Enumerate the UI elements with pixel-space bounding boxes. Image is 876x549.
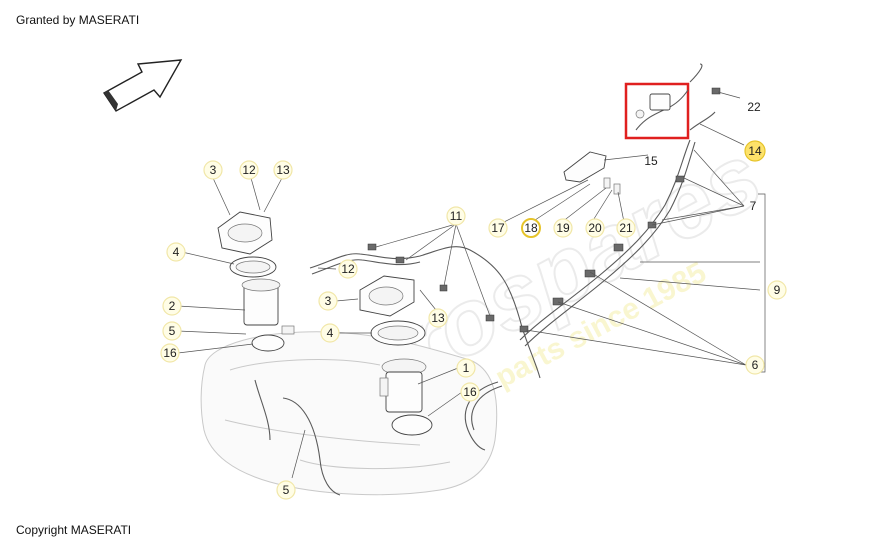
svg-text:2: 2 <box>169 299 176 313</box>
callout-2-left-pump[interactable]: 2 <box>162 296 182 316</box>
callout-12-left[interactable]: 12 <box>239 160 259 180</box>
callout-4-center-ring[interactable]: 4 <box>320 323 340 343</box>
svg-text:12: 12 <box>242 163 256 177</box>
callout-20[interactable]: 20 <box>585 218 605 238</box>
callout-16-center[interactable]: 16 <box>460 382 480 402</box>
callout-6[interactable]: 6 <box>745 355 765 375</box>
callout-13-left[interactable]: 13 <box>273 160 293 180</box>
svg-text:16: 16 <box>163 346 177 360</box>
svg-text:4: 4 <box>173 245 180 259</box>
callout-4-left-ring[interactable]: 4 <box>166 242 186 262</box>
copyright-text: Copyright MASERATI <box>16 523 132 537</box>
svg-text:5: 5 <box>169 324 176 338</box>
center-pump-cover <box>359 275 415 317</box>
callout-14-highlighted[interactable]: 14 <box>744 140 766 162</box>
svg-text:17: 17 <box>491 221 505 235</box>
orientation-arrow-icon <box>102 59 183 112</box>
highlight-box <box>624 82 690 140</box>
highlighted-connector-assembly[interactable] <box>624 63 721 140</box>
svg-text:16: 16 <box>463 385 477 399</box>
svg-text:15: 15 <box>644 154 658 168</box>
svg-text:14: 14 <box>748 144 762 158</box>
svg-text:20: 20 <box>588 221 602 235</box>
svg-text:21: 21 <box>619 221 633 235</box>
callout-3-left-cover[interactable]: 3 <box>203 160 223 180</box>
svg-text:11: 11 <box>450 209 463 223</box>
svg-text:3: 3 <box>210 163 217 177</box>
svg-text:22: 22 <box>747 100 761 114</box>
svg-text:13: 13 <box>431 311 445 325</box>
callout-11[interactable]: 11 <box>446 206 466 226</box>
center-fuel-pump <box>379 358 427 413</box>
svg-text:3: 3 <box>325 294 332 308</box>
callout-9[interactable]: 9 <box>767 280 787 300</box>
center-pump-gasket <box>391 414 433 436</box>
callout-3-center-cover[interactable]: 3 <box>318 291 338 311</box>
svg-text:9: 9 <box>774 283 781 297</box>
svg-text:4: 4 <box>327 326 334 340</box>
callout-19[interactable]: 19 <box>553 218 573 238</box>
leader-lines <box>177 91 766 479</box>
svg-text:7: 7 <box>750 199 757 213</box>
svg-text:1: 1 <box>463 361 470 375</box>
left-pump-gasket <box>251 334 285 352</box>
center-pump-seal-ring <box>370 320 426 346</box>
svg-text:19: 19 <box>556 221 570 235</box>
callout-21[interactable]: 21 <box>616 218 636 238</box>
granted-by-text: Granted by MASERATI <box>16 13 140 27</box>
left-pump-seal-ring <box>229 256 277 278</box>
callout-12-center[interactable]: 12 <box>338 259 358 279</box>
callout-15[interactable]: 15 <box>642 152 660 170</box>
callout-18[interactable]: 18 <box>521 218 541 238</box>
svg-text:13: 13 <box>276 163 290 177</box>
svg-text:12: 12 <box>341 262 355 276</box>
left-pump-cover <box>217 211 273 255</box>
svg-text:5: 5 <box>283 483 290 497</box>
callout-5-left[interactable]: 5 <box>162 321 182 341</box>
fuel-tank <box>200 331 498 496</box>
callout-13-center[interactable]: 13 <box>428 308 448 328</box>
svg-text:6: 6 <box>752 358 759 372</box>
callout-7[interactable]: 7 <box>744 197 762 215</box>
svg-text:18: 18 <box>524 221 538 235</box>
line-bracket <box>563 151 621 195</box>
callout-1-center-pump[interactable]: 1 <box>456 358 476 378</box>
callout-16-left[interactable]: 16 <box>160 343 180 363</box>
callout-22[interactable]: 22 <box>745 98 763 116</box>
callout-17[interactable]: 17 <box>488 218 508 238</box>
left-fuel-pump <box>241 278 295 335</box>
callout-5-bottom[interactable]: 5 <box>276 480 296 500</box>
